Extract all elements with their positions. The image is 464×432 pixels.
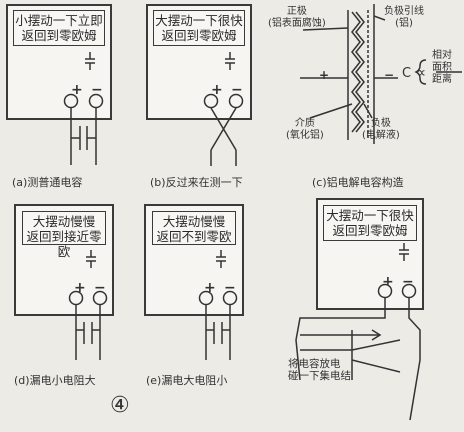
caption-e: (e)漏电大电阻小 — [146, 374, 228, 387]
capacitor-a — [70, 126, 97, 165]
meter-e-screen: 大摆动慢慢 返回不到零欧 — [152, 211, 236, 245]
meter-e-terminal-plus — [198, 290, 214, 306]
negative-lead-label: 负极引线 (铝) — [384, 6, 424, 29]
meter-b-screen: 大摆动一下很快 返回到零欧姆 — [153, 10, 245, 46]
meter-d-internal-cap-symbol — [86, 250, 96, 268]
meter-a-screen: 小摆动一下立即 返回到零欧姆 — [13, 10, 105, 46]
dielectric-label: 介质 (氧化铝) — [286, 118, 324, 141]
meter-a-terminal-minus — [88, 93, 104, 109]
capacitance-symbol: C — [402, 66, 412, 81]
capacitor-e — [205, 322, 231, 360]
meter-a-plus: + — [71, 82, 83, 98]
meter-d-screen: 大摆动慢慢 返回到接近零欧 — [22, 211, 106, 259]
area-distance-label: 相对 面积 距离 — [432, 50, 452, 85]
figure-number: ④ — [110, 393, 130, 418]
meter-d-terminal-minus — [92, 290, 108, 306]
meter-f-minus: − — [402, 274, 414, 290]
meter-b-terminal-plus — [203, 93, 219, 109]
caption-c: (c)铝电解电容构造 — [312, 176, 404, 189]
meter-a-internal-cap-symbol — [85, 52, 95, 70]
negative-electrolyte-label: 负极 (电解液) — [362, 118, 400, 141]
meter-f-internal-cap-symbol — [399, 243, 409, 261]
meter-d: 大摆动慢慢 返回到接近零欧 + − — [14, 204, 114, 316]
meter-f-terminal-plus — [377, 283, 393, 299]
caption-a: (a)测普通电容 — [12, 176, 83, 189]
meter-b-terminal-minus — [228, 93, 244, 109]
meter-f-screen: 大摆动一下很快 返回到零欧姆 — [323, 205, 417, 241]
cap-minus-terminal: − — [384, 68, 395, 82]
meter-a: 小摆动一下立即 返回到零欧姆 + − — [6, 4, 112, 120]
crossed-leads-b — [210, 107, 237, 166]
meter-d-plus: + — [74, 280, 86, 296]
capacitor-d — [75, 322, 101, 360]
meter-b-plus: + — [211, 82, 223, 98]
meter-e-minus: − — [224, 280, 236, 296]
meter-b-minus: − — [231, 82, 243, 98]
meter-f-plus: + — [382, 274, 394, 290]
electrolytic-structure — [300, 4, 462, 144]
meter-f-terminal-minus — [401, 283, 417, 299]
meter-a-minus: − — [91, 82, 103, 98]
meter-e-plus: + — [204, 280, 216, 296]
meter-d-minus: − — [94, 280, 106, 296]
meter-e-internal-cap-symbol — [216, 250, 226, 268]
meter-a-terminal-plus — [63, 93, 79, 109]
caption-b: (b)反过来在测一下 — [150, 176, 243, 189]
caption-d: (d)漏电小电阻大 — [14, 374, 96, 387]
discharge-note: 将电容放电 碰一下集电结 — [288, 358, 351, 382]
transistor-test-circuit — [295, 298, 421, 421]
meter-b-internal-cap-symbol — [225, 52, 235, 70]
proportional-symbol: ∝ — [416, 65, 427, 81]
meter-d-terminal-plus — [68, 290, 84, 306]
cap-plus-terminal: + — [319, 68, 330, 82]
meter-e-terminal-minus — [222, 290, 238, 306]
meter-b: 大摆动一下很快 返回到零欧姆 + − — [146, 4, 252, 120]
positive-plate-label: 正极 (铝表面腐蚀) — [268, 6, 326, 29]
